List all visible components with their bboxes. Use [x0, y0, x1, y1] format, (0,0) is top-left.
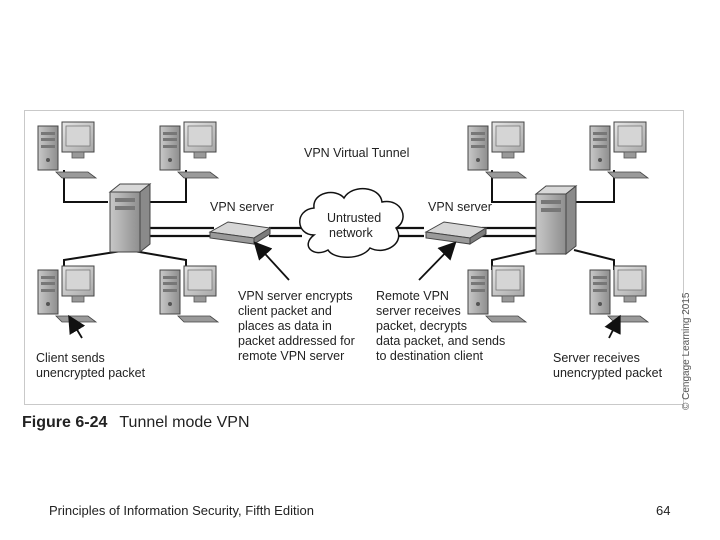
tower-server-icon [109, 183, 151, 253]
note-right: Remote VPN server receives packet, decry… [376, 289, 505, 363]
svg-text:packet addressed for: packet addressed for [238, 334, 355, 348]
figure-caption: Figure 6-24 Tunnel mode VPN [22, 414, 250, 432]
svg-text:VPN server encrypts: VPN server encrypts [238, 289, 353, 303]
svg-text:unencrypted packet: unencrypted packet [36, 366, 146, 380]
vpn-server-left-label: VPN server [210, 200, 274, 214]
copyright-credit: © Cengage Learning 2015 [681, 292, 692, 410]
svg-text:places as data in: places as data in [238, 319, 332, 333]
callout-arrows [68, 241, 621, 339]
svg-text:unencrypted packet: unencrypted packet [553, 366, 663, 380]
figure-number: Figure 6-24 [22, 414, 108, 431]
svg-text:data packet, and sends: data packet, and sends [376, 334, 505, 348]
svg-text:Remote VPN: Remote VPN [376, 289, 449, 303]
svg-text:server receives: server receives [376, 304, 461, 318]
cloud-label-line2: network [329, 226, 374, 240]
vpn-server-right-label: VPN server [428, 200, 492, 214]
tunnel-label: VPN Virtual Tunnel [304, 146, 409, 160]
note-left: VPN server encrypts client packet and pl… [238, 289, 355, 363]
svg-text:packet, decrypts: packet, decrypts [376, 319, 467, 333]
svg-text:Server receives: Server receives [553, 351, 640, 365]
client-caption: Client sends unencrypted packet [36, 351, 146, 380]
svg-text:remote VPN server: remote VPN server [238, 349, 344, 363]
svg-text:client packet and: client packet and [238, 304, 332, 318]
svg-text:Client sends: Client sends [36, 351, 105, 365]
footer-page-number: 64 [656, 503, 671, 518]
figure-title: Tunnel mode VPN [119, 414, 250, 431]
svg-text:to destination client: to destination client [376, 349, 484, 363]
tower-server-icon [535, 185, 577, 255]
footer-book-title: Principles of Information Security, Fift… [49, 503, 314, 518]
server-caption: Server receives unencrypted packet [553, 351, 663, 380]
cloud-icon [299, 188, 404, 258]
tunnel-mode-vpn-diagram: VPN Virtual Tunnel VPN server VPN server… [24, 110, 684, 405]
cloud-label-line1: Untrusted [327, 211, 381, 225]
